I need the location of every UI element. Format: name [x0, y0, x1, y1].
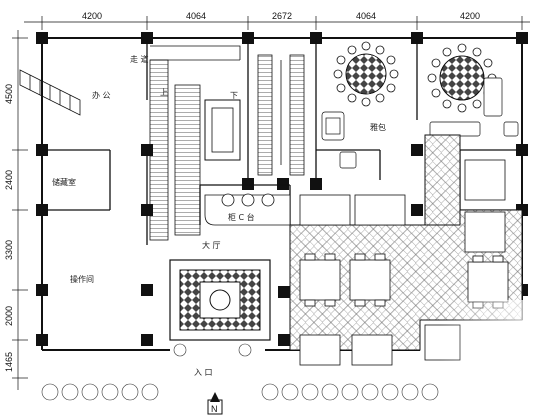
dim-top-2: 4064: [186, 11, 206, 21]
exterior-stair: [19, 69, 81, 116]
top-dimension-line: [24, 16, 530, 30]
reception-counter: [204, 193, 291, 226]
planter-row: [41, 343, 439, 401]
dim-top-5: 4200: [460, 11, 480, 21]
watermark-fade: [440, 300, 560, 420]
dim-left-4: 2000: [4, 306, 14, 326]
central-feature: [169, 259, 271, 341]
entrance-label: 入 口: [194, 368, 213, 377]
main-stair-core: [149, 45, 241, 241]
counter-label: 柜 C 台: [228, 212, 255, 222]
north-marker-label: N: [211, 404, 218, 414]
stair-down-label: 下: [230, 91, 238, 100]
storage-label: 储藏室: [52, 177, 76, 187]
dim-left-2: 2400: [4, 170, 14, 190]
private-room-table-1: [333, 41, 399, 107]
dim-top-3: 2672: [272, 11, 292, 21]
second-stair-core: [257, 54, 305, 176]
dim-left-5: 1465: [4, 352, 14, 372]
dim-top-4: 4064: [356, 11, 376, 21]
private-room-table-2: [427, 43, 497, 113]
north-arrow-icon: [207, 392, 223, 415]
dim-top-1: 4200: [82, 11, 102, 21]
corridor-label: 走 道: [130, 54, 149, 64]
sofa-set: [321, 77, 519, 169]
dim-left-3: 3300: [4, 240, 14, 260]
kitchen-label: 操作间: [70, 274, 94, 284]
dim-left-1: 4500: [4, 84, 14, 104]
left-dimension-line: [12, 30, 28, 390]
private-room-label: 雅包: [370, 122, 386, 132]
hall-label: 大 厅: [202, 240, 221, 250]
office-label: 办 公: [92, 90, 111, 100]
stair-up-label: 上: [160, 88, 168, 97]
